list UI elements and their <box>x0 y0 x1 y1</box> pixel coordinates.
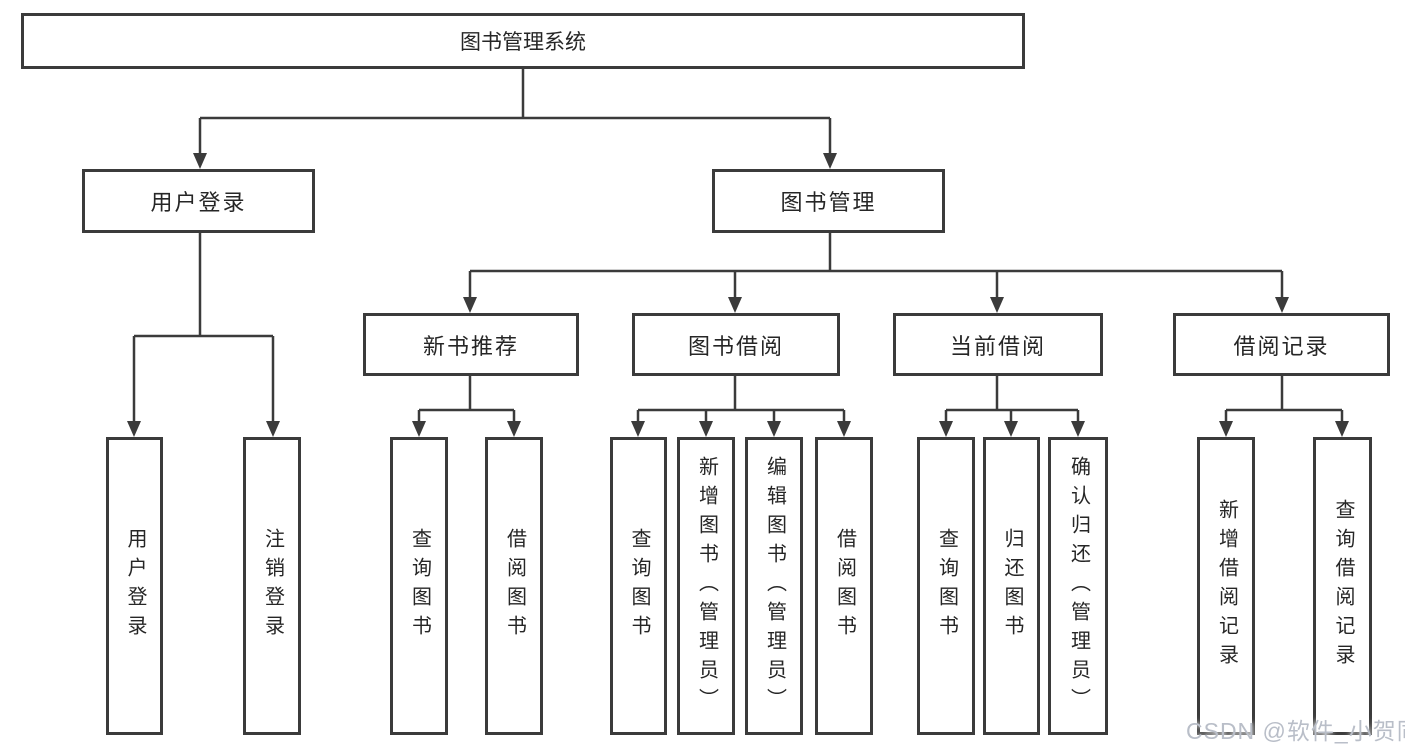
node-label: 归还图书 <box>1001 528 1023 644</box>
node-label: 查询图书 <box>935 528 958 644</box>
node-label: 图书管理 <box>780 190 877 215</box>
node-book-management: 图书管理 <box>712 169 945 233</box>
leaf-add-borrow-record: 新增借阅记录 <box>1197 437 1255 735</box>
node-label: 新增借阅记录 <box>1215 499 1238 673</box>
leaf-query-books-current: 查询图书 <box>917 437 975 735</box>
node-book-borrow: 图书借阅 <box>632 313 840 376</box>
leaf-query-books-recommend: 查询图书 <box>390 437 448 735</box>
leaf-add-books-admin: 新增图书（管理员） <box>677 437 735 735</box>
leaf-user-login: 用户登录 <box>106 437 163 735</box>
node-label: 新增图书（管理员） <box>695 455 718 717</box>
node-label: 用户登录 <box>150 190 247 215</box>
node-label: 借阅图书 <box>503 528 526 644</box>
leaf-return-books: 归还图书 <box>983 437 1040 735</box>
node-label: 当前借阅 <box>949 333 1046 359</box>
csdn-watermark: CSDN @软件_小贺同学 <box>1186 718 1405 744</box>
node-label: 查询图书 <box>408 528 431 644</box>
node-label: 图书管理系统 <box>460 31 586 54</box>
node-label: 查询借阅记录 <box>1332 499 1354 673</box>
node-label: 编辑图书（管理员） <box>763 455 786 717</box>
leaf-logout-login: 注销登录 <box>243 437 301 735</box>
node-new-book-recommend: 新书推荐 <box>363 313 579 376</box>
node-label: 确认归还（管理员） <box>1067 455 1090 717</box>
node-user-login: 用户登录 <box>82 169 315 233</box>
node-label: 用户登录 <box>124 528 146 644</box>
node-label: 查询图书 <box>628 528 650 644</box>
node-library-management-system: 图书管理系统 <box>21 13 1025 69</box>
leaf-borrow-books-recommend: 借阅图书 <box>485 437 543 735</box>
node-label: 新书推荐 <box>422 333 519 359</box>
node-current-borrow: 当前借阅 <box>893 313 1103 376</box>
leaf-query-borrow-record: 查询借阅记录 <box>1313 437 1372 735</box>
node-label: 借阅记录 <box>1233 333 1330 359</box>
arrowheads <box>127 153 1349 437</box>
node-label: 注销登录 <box>261 528 284 644</box>
node-label: 图书借阅 <box>687 333 784 359</box>
node-borrow-records: 借阅记录 <box>1173 313 1390 376</box>
leaf-borrow-books: 借阅图书 <box>815 437 873 735</box>
leaf-confirm-return-admin: 确认归还（管理员） <box>1048 437 1108 735</box>
node-label: 借阅图书 <box>833 528 856 644</box>
leaf-query-books-borrow: 查询图书 <box>610 437 667 735</box>
leaf-edit-books-admin: 编辑图书（管理员） <box>745 437 803 735</box>
